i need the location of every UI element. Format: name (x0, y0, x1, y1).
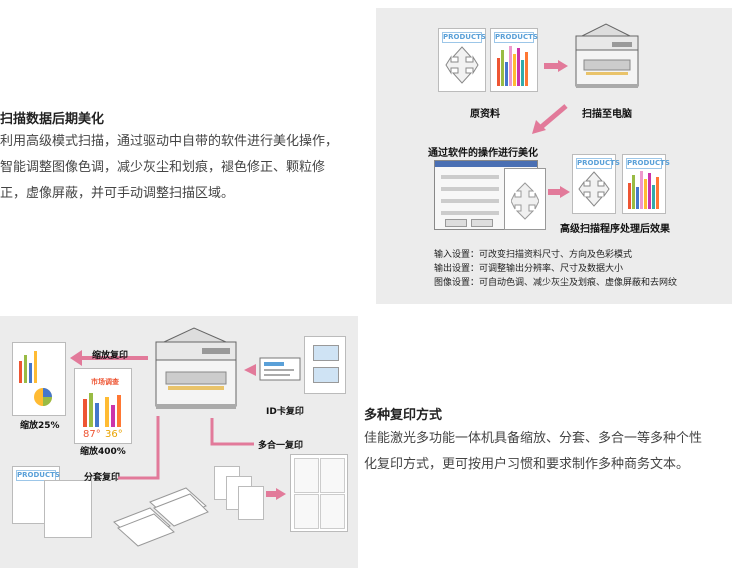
copy-description: 佳能激光多功能一体机具备缩放、分套、多合一等多种个性 化复印方式，更可按用户习惯… (364, 426, 702, 478)
scan-to-pc-label: 扫描至电脑 (582, 109, 632, 120)
preview-window (504, 168, 546, 230)
cross-arrows-icon (445, 46, 479, 84)
bar-chart-icon (83, 393, 121, 427)
id-card-icon (244, 357, 301, 381)
scan-desc-line: 智能调整图像色调，减少灰尘和划痕，褪色修正、颗粒修 (0, 160, 326, 175)
connector-line (210, 418, 254, 446)
scan-notes: 输入设置：可改变扫描资料尺寸、方向及色彩模式 输出设置：可调整输出分辨率、尺寸及… (434, 248, 677, 290)
zoom-label: 缩放复印 (92, 351, 129, 361)
cross-arrows-icon (578, 171, 610, 207)
percent-b: 36° (105, 429, 123, 440)
original-doc-arrows: PRODUCTS (438, 28, 486, 92)
scan-desc-line: 利用高级模式扫描，通过驱动中自带的软件进行美化操作， (0, 134, 339, 149)
arrow-down-left-icon (532, 104, 568, 134)
connector-line (118, 416, 160, 480)
bar-chart-icon (497, 46, 528, 86)
result-doc-chart: PRODUCTS (622, 154, 670, 214)
products-tag: PRODUCTS (16, 470, 60, 481)
printer-icon (575, 23, 639, 88)
result-doc-arrows: PRODUCTS (572, 154, 620, 214)
software-label: 通过软件的操作进行美化 (428, 148, 538, 159)
collated-stacks-icon (113, 487, 209, 547)
scan-description: 利用高级模式扫描，通过驱动中自带的软件进行美化操作， 智能调整图像色调，减少灰尘… (0, 129, 338, 207)
market-title: 市场调查 (91, 378, 119, 386)
scan-desc-line: 正，虚像屏蔽，并可手动调整扫描区域。 (0, 186, 235, 201)
copy-illustration: 缩放25% 市场调查 87° 36° 缩放400% 缩放复印 (0, 316, 358, 568)
products-tag: PRODUCTS (494, 32, 538, 43)
nup-label: 多合一复印 (258, 441, 304, 451)
copy-desc-line: 佳能激光多功能一体机具备缩放、分套、多合一等多种个性 (364, 431, 703, 446)
arrow-left-icon (70, 350, 148, 366)
enlarge-label: 缩放400% (80, 447, 126, 457)
copy-heading: 多种复印方式 (364, 408, 443, 423)
note-line: 输入设置：可改变扫描资料尺寸、方向及色彩模式 (434, 250, 633, 260)
products-tag: PRODUCTS (576, 158, 620, 169)
copy-desc-line: 化复印方式，更可按用户习惯和要求制作多种商务文本。 (364, 457, 690, 472)
note-line: 图像设置：可自动色调、减少灰尘及划痕、虚像屏蔽和去网纹 (434, 278, 678, 288)
printer-icon (155, 327, 237, 409)
arrow-right-icon (548, 186, 570, 198)
nup-page (238, 486, 264, 520)
arrow-right-icon (544, 60, 568, 72)
id-copy-doc (304, 336, 346, 394)
id-copy-label: ID卡复印 (266, 407, 304, 417)
arrow-right-icon (266, 488, 286, 500)
bar-chart-icon (628, 171, 659, 209)
products-tag: PRODUCTS (442, 32, 486, 43)
note-line: 输出设置：可调整输出分辨率、尺寸及数据大小 (434, 264, 624, 274)
scan-illustration: PRODUCTS PRODUCTS 原资料 扫描至电脑 通过软件的操作进行美化 (376, 8, 732, 304)
mini-chart-icon (19, 351, 52, 406)
enlarged-doc: 市场调查 87° 36° (74, 368, 132, 444)
cross-arrows-icon (511, 182, 539, 220)
reduced-doc (12, 342, 66, 416)
scan-heading: 扫描数据后期美化 (0, 112, 105, 127)
collate-label: 分套复印 (84, 473, 121, 483)
result-label: 高级扫描程序处理后效果 (560, 224, 670, 235)
percent-a: 87° (83, 429, 101, 440)
products-tag: PRODUCTS (626, 158, 670, 169)
original-doc-chart: PRODUCTS (490, 28, 538, 92)
reduce-label: 缩放25% (20, 421, 60, 431)
original-label: 原资料 (470, 109, 500, 120)
collate-doc (44, 480, 92, 538)
nup-result-doc (290, 454, 348, 532)
